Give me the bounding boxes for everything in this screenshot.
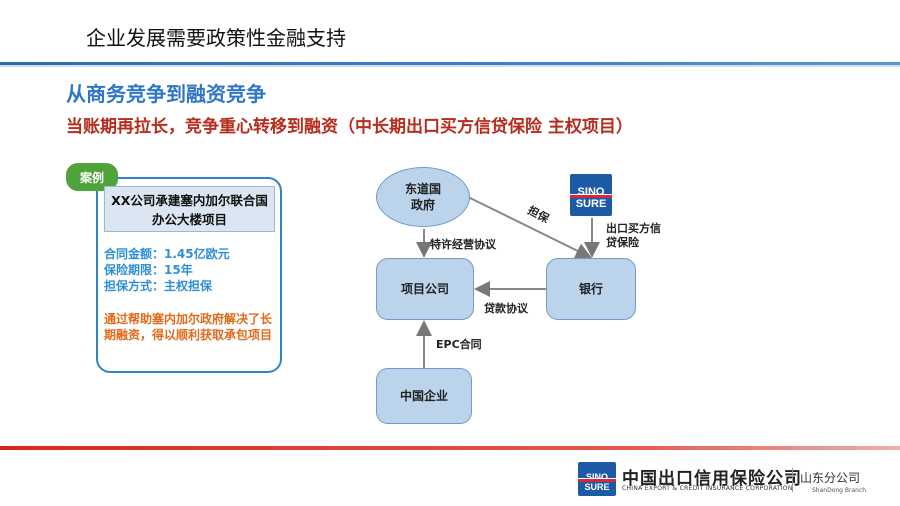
edge-label-credit-insurance: 出口买方信贷保险 [606,222,661,249]
edge-label-epc-contract: EPC合同 [436,338,482,351]
footer-separator [792,468,793,492]
fact-insurance-period: 保险期限：15年 [104,263,193,277]
highlight-text: 当账期再拉长，竞争重心转移到融资（中长期出口买方信贷保险 主权项目） [66,117,633,137]
footer-logo-top-text: SINO [578,462,616,482]
edge-label-loan-agreement: 贷款协议 [484,302,528,315]
header-rule [0,62,900,65]
footer-sinosure-logo-icon: SINO SURE [578,462,616,496]
case-facts: 合同金额：1.45亿欧元 保险期限：15年 担保方式：主权担保 [104,246,230,294]
fact-contract-amount: 合同金额：1.45亿欧元 [104,247,230,261]
node-host-government: 东道国政府 [376,167,470,227]
subheading: 从商务竞争到融资竞争 [66,82,266,106]
footer-branch-name-en: ShanDong Branch [812,487,867,494]
arrow-government-to-bank [465,195,592,258]
case-title: XX公司承建塞内加尔联合国办公大楼项目 [104,186,275,232]
node-project-company: 项目公司 [376,258,474,320]
header-rule-shadow [0,65,900,67]
footer-logo-bottom-text: SURE [578,481,616,496]
node-chinese-enterprise: 中国企业 [376,368,472,424]
node-bank: 银行 [546,258,636,320]
footer-company-name-en: CHINA EXPORT & CREDIT INSURANCE CORPORAT… [622,485,793,492]
footer-company-name: 中国出口信用保险公司 [622,469,802,489]
footer-branch-name: 山东分公司 [800,471,861,485]
edge-label-concession: 特许经营协议 [430,238,496,251]
sinosure-logo-icon: SINO SURE [570,174,612,216]
node-host-government-label: 东道国政府 [404,182,441,212]
fact-guarantee-method: 担保方式：主权担保 [104,279,213,293]
sinosure-logo-bottom-text: SURE [570,198,612,216]
case-note: 通过帮助塞内加尔政府解决了长期融资，得以顺利获取承包项目 [104,312,273,342]
slide-title: 企业发展需要政策性金融支持 [86,26,346,50]
footer-rule [0,446,900,450]
